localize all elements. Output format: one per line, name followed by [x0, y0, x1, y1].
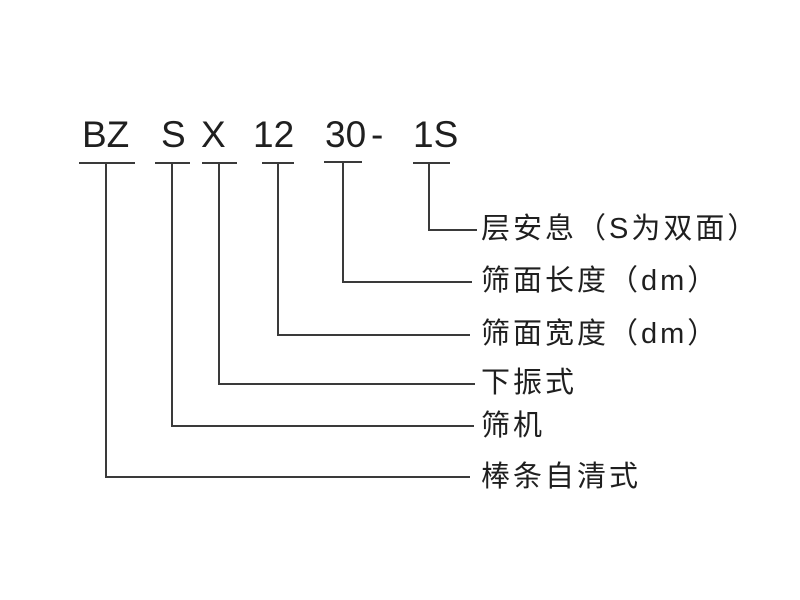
connector-x-vertical	[218, 163, 220, 385]
legend-label-bar-self-cleaning-type: 棒条自清式	[481, 461, 642, 493]
connector-x-horizontal	[218, 383, 475, 385]
legend-label-screening-machine: 筛机	[481, 410, 546, 442]
connector-1s-horizontal	[428, 229, 477, 231]
code-part-dash: -	[371, 114, 384, 155]
legend-label-deck-count: 层安息（S为双面）	[481, 213, 760, 245]
code-part-s: S	[161, 114, 186, 155]
code-part-x: X	[201, 114, 226, 155]
connector-bz-horizontal	[105, 476, 470, 478]
code-part-12: 12	[253, 114, 295, 155]
connector-30-horizontal	[342, 281, 472, 283]
legend-label-screen-length: 筛面长度（dm）	[481, 265, 720, 297]
code-part-1s: 1S	[413, 114, 459, 155]
connector-1s-vertical	[428, 163, 430, 231]
connector-12-vertical	[277, 163, 279, 336]
connector-12-horizontal	[277, 334, 470, 336]
underline-30	[324, 161, 362, 163]
connector-bz-vertical	[105, 163, 107, 478]
code-part-bz: BZ	[82, 114, 130, 155]
legend-label-screen-width: 筛面宽度（dm）	[481, 318, 720, 350]
connector-s-horizontal	[171, 425, 474, 427]
connector-s-vertical	[171, 163, 173, 427]
connector-30-vertical	[342, 163, 344, 283]
legend-label-lower-vibration-type: 下振式	[481, 367, 578, 399]
code-part-30: 30	[325, 114, 367, 155]
underline-bz	[79, 162, 135, 164]
underline-1s	[413, 162, 450, 164]
